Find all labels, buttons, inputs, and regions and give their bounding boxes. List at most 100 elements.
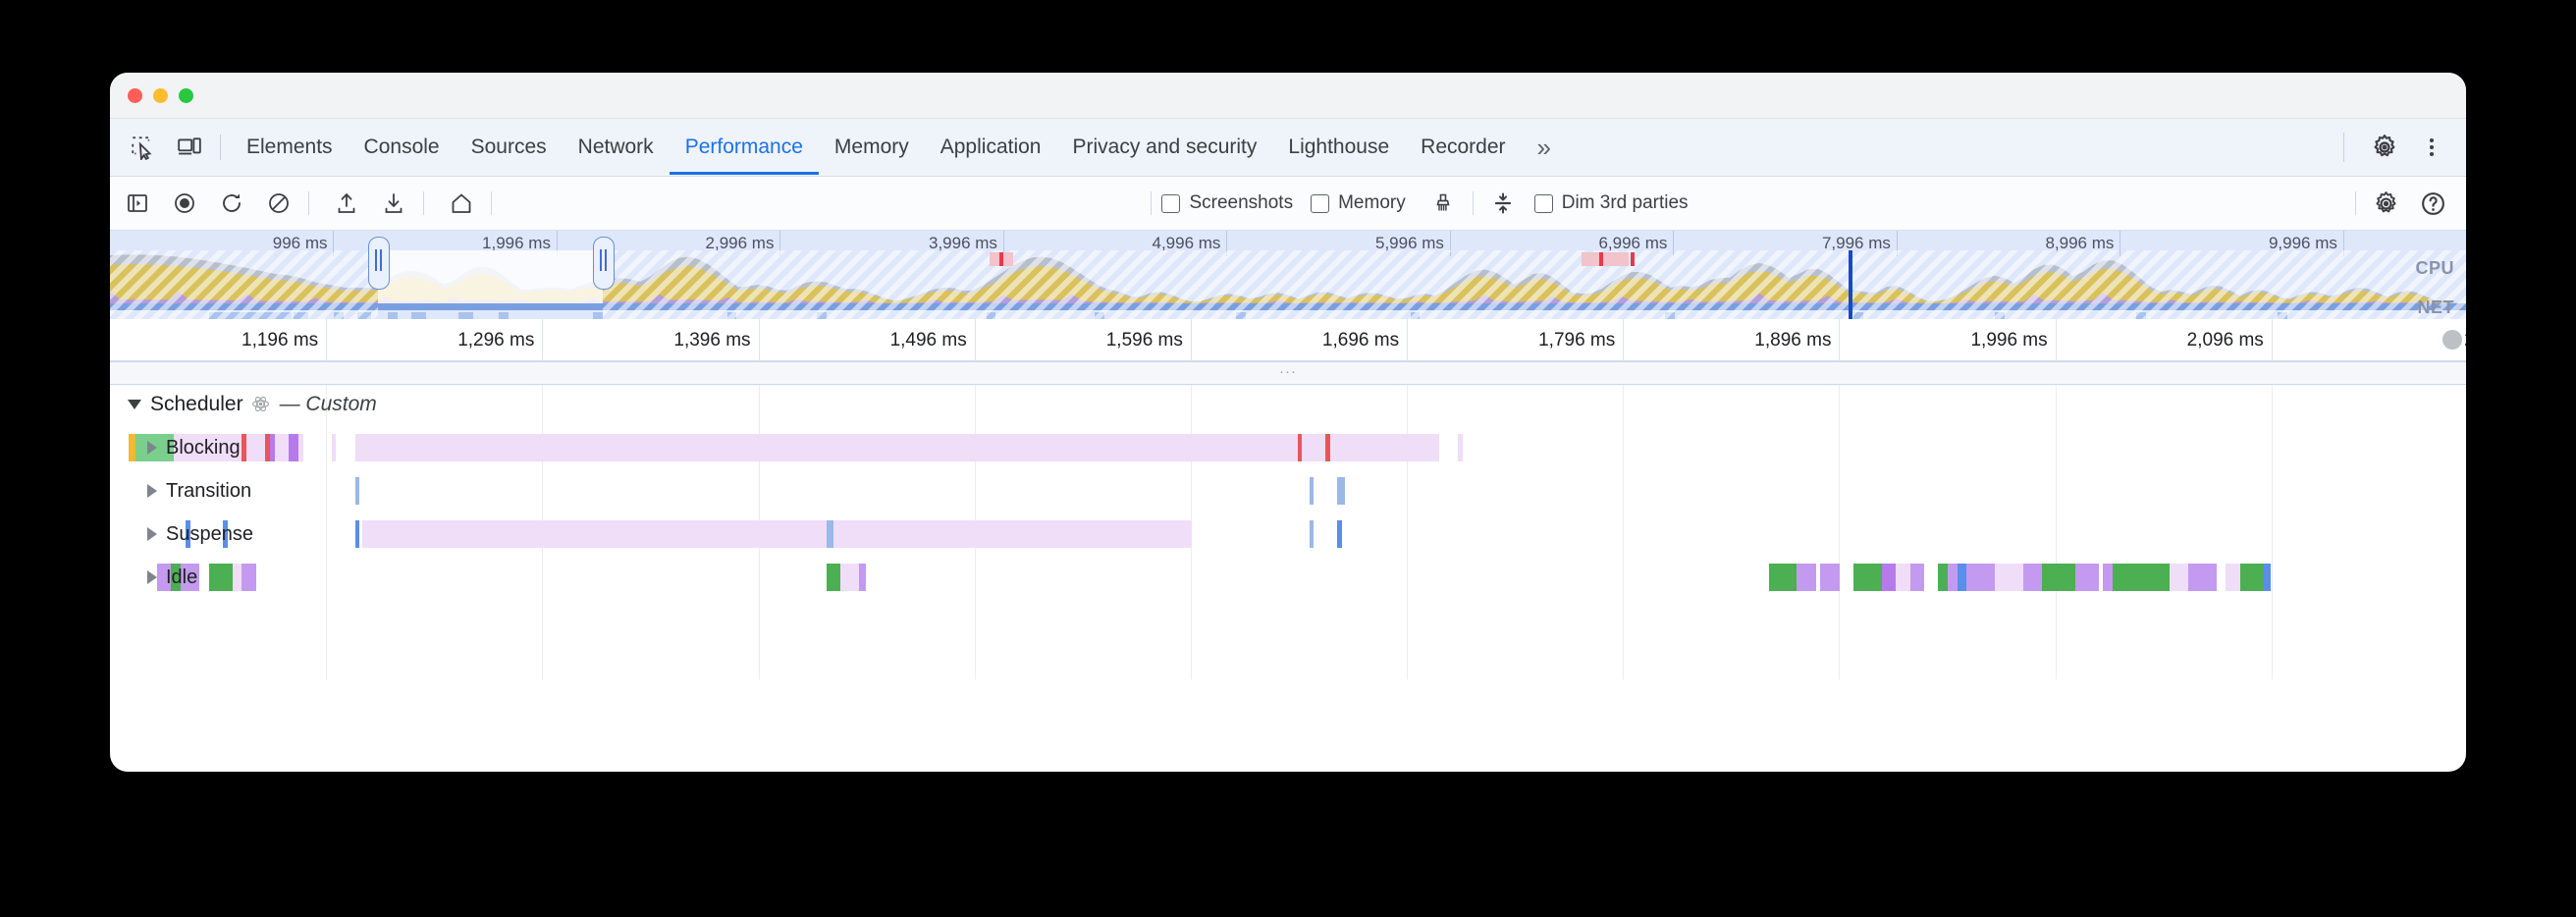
flame-bar[interactable]: [233, 564, 242, 591]
flame-bar[interactable]: [355, 477, 360, 505]
capture-settings-icon[interactable]: [1483, 184, 1523, 223]
flame-bar[interactable]: [1910, 564, 1924, 591]
flame-bar[interactable]: [1820, 564, 1839, 591]
collect-garbage-icon[interactable]: [1423, 184, 1463, 223]
tab-memory[interactable]: Memory: [819, 120, 925, 175]
record-icon[interactable]: [165, 184, 204, 223]
flame-bar[interactable]: [1302, 434, 1325, 461]
flame-bar[interactable]: [1853, 564, 1882, 591]
track-label-blocking-wrap[interactable]: Blocking: [110, 428, 241, 467]
tab-performance[interactable]: Performance: [670, 120, 819, 175]
flame-bar[interactable]: [1337, 477, 1344, 505]
more-tabs-chevron-icon[interactable]: »: [1522, 120, 1567, 175]
flame-bar[interactable]: [1966, 564, 1995, 591]
flame-bar[interactable]: [242, 564, 255, 591]
flame-bar[interactable]: [209, 564, 233, 591]
capture-settings-gear-icon[interactable]: [2366, 184, 2405, 223]
flame-bar[interactable]: [827, 564, 840, 591]
flame-bar[interactable]: [1882, 564, 1896, 591]
timeline-overview[interactable]: 996 ms1,996 ms2,996 ms3,996 ms4,996 ms5,…: [110, 231, 2466, 319]
chevron-right-icon[interactable]: [147, 527, 157, 541]
track-row-idle[interactable]: Idle: [110, 558, 2466, 597]
flame-bar[interactable]: [2264, 564, 2271, 591]
flame-bar[interactable]: [2075, 564, 2099, 591]
track-label-idle-wrap[interactable]: Idle: [110, 558, 197, 597]
flame-bar[interactable]: [2103, 564, 2113, 591]
flame-bar[interactable]: [298, 434, 303, 461]
tab-lighthouse[interactable]: Lighthouse: [1272, 120, 1405, 175]
track-row-suspense[interactable]: Suspense: [110, 514, 2466, 554]
flame-bar[interactable]: [1896, 564, 1909, 591]
inspect-element-icon[interactable]: [122, 127, 163, 168]
tab-network[interactable]: Network: [563, 120, 670, 175]
settings-gear-icon[interactable]: [2364, 127, 2405, 168]
flame-bar[interactable]: [1938, 564, 1948, 591]
track-label-transition-wrap[interactable]: Transition: [110, 471, 251, 511]
flame-bar[interactable]: [2023, 564, 2042, 591]
close-window-button[interactable]: [128, 88, 142, 103]
track-row-blocking[interactable]: Blocking: [110, 428, 2466, 467]
flame-bar[interactable]: [1458, 434, 1463, 461]
flame-bar[interactable]: [355, 434, 1298, 461]
chevron-right-icon[interactable]: [147, 484, 157, 498]
flame-bar[interactable]: [1337, 520, 1342, 548]
flame-bar[interactable]: [1310, 520, 1315, 548]
tab-application[interactable]: Application: [925, 120, 1057, 175]
help-icon[interactable]: [2413, 184, 2452, 223]
track-row-transition[interactable]: Transition: [110, 471, 2466, 511]
horizontal-scrollbar-thumb[interactable]: [2442, 330, 2462, 350]
tab-privacy-and-security[interactable]: Privacy and security: [1056, 120, 1272, 175]
chevron-down-icon[interactable]: [128, 400, 141, 409]
flame-bar[interactable]: [1797, 564, 1815, 591]
flame-bar[interactable]: [246, 434, 265, 461]
tab-sources[interactable]: Sources: [456, 120, 563, 175]
flame-bar[interactable]: [1995, 564, 2023, 591]
chevron-right-icon[interactable]: [147, 570, 157, 584]
screenshots-checkbox[interactable]: Screenshots: [1161, 192, 1293, 214]
flame-bar[interactable]: [2042, 564, 2075, 591]
timeline-marker-line[interactable]: [1631, 252, 1635, 266]
timeline-marker-line[interactable]: [999, 252, 1003, 266]
timeline-cursor[interactable]: [1849, 250, 1852, 319]
flame-bar[interactable]: [1958, 564, 1967, 591]
tab-console[interactable]: Console: [349, 120, 456, 175]
reload-and-record-icon[interactable]: [212, 184, 251, 223]
flame-bar[interactable]: [332, 434, 337, 461]
flame-bar[interactable]: [355, 520, 360, 548]
flame-bar[interactable]: [2113, 564, 2170, 591]
timeline-ruler[interactable]: 1,196 ms1,296 ms1,396 ms1,496 ms1,596 ms…: [110, 319, 2466, 361]
tab-recorder[interactable]: Recorder: [1405, 120, 1521, 175]
pane-resizer[interactable]: ···: [110, 361, 2466, 385]
dim-3rd-parties-checkbox-box[interactable]: [1534, 194, 1553, 213]
flame-bar[interactable]: [1330, 434, 1438, 461]
load-profile-icon[interactable]: [327, 184, 366, 223]
flame-bar[interactable]: [827, 520, 833, 548]
zoom-window-button[interactable]: [179, 88, 193, 103]
memory-checkbox-box[interactable]: [1311, 194, 1329, 213]
device-toolbar-icon[interactable]: [169, 127, 210, 168]
flame-bar[interactable]: [275, 434, 289, 461]
chevron-right-icon[interactable]: [147, 441, 157, 455]
flame-bar[interactable]: [362, 520, 1192, 548]
flame-bar[interactable]: [289, 434, 298, 461]
toggle-sidebar-icon[interactable]: [118, 184, 157, 223]
minimize-window-button[interactable]: [153, 88, 168, 103]
flame-bar[interactable]: [1310, 477, 1315, 505]
flame-bar[interactable]: [859, 564, 866, 591]
more-options-kebab-icon[interactable]: [2411, 127, 2452, 168]
flame-bar[interactable]: [1769, 564, 1798, 591]
screenshots-checkbox-box[interactable]: [1161, 194, 1180, 213]
flame-bar[interactable]: [840, 564, 859, 591]
timeline-marker-line[interactable]: [1599, 252, 1603, 266]
track-label-suspense-wrap[interactable]: Suspense: [110, 514, 253, 554]
flame-bar[interactable]: [2240, 564, 2264, 591]
flame-bar[interactable]: [2226, 564, 2239, 591]
flame-chart[interactable]: Scheduler — Custom Blocking: [110, 385, 2466, 679]
timeline-marker[interactable]: [1582, 252, 1629, 266]
overview-left-resize-handle[interactable]: [368, 237, 390, 290]
home-icon[interactable]: [442, 184, 481, 223]
clear-icon[interactable]: [259, 184, 298, 223]
overview-right-resize-handle[interactable]: [593, 237, 615, 290]
memory-checkbox[interactable]: Memory: [1311, 192, 1406, 214]
dim-3rd-parties-checkbox[interactable]: Dim 3rd parties: [1534, 192, 1689, 214]
